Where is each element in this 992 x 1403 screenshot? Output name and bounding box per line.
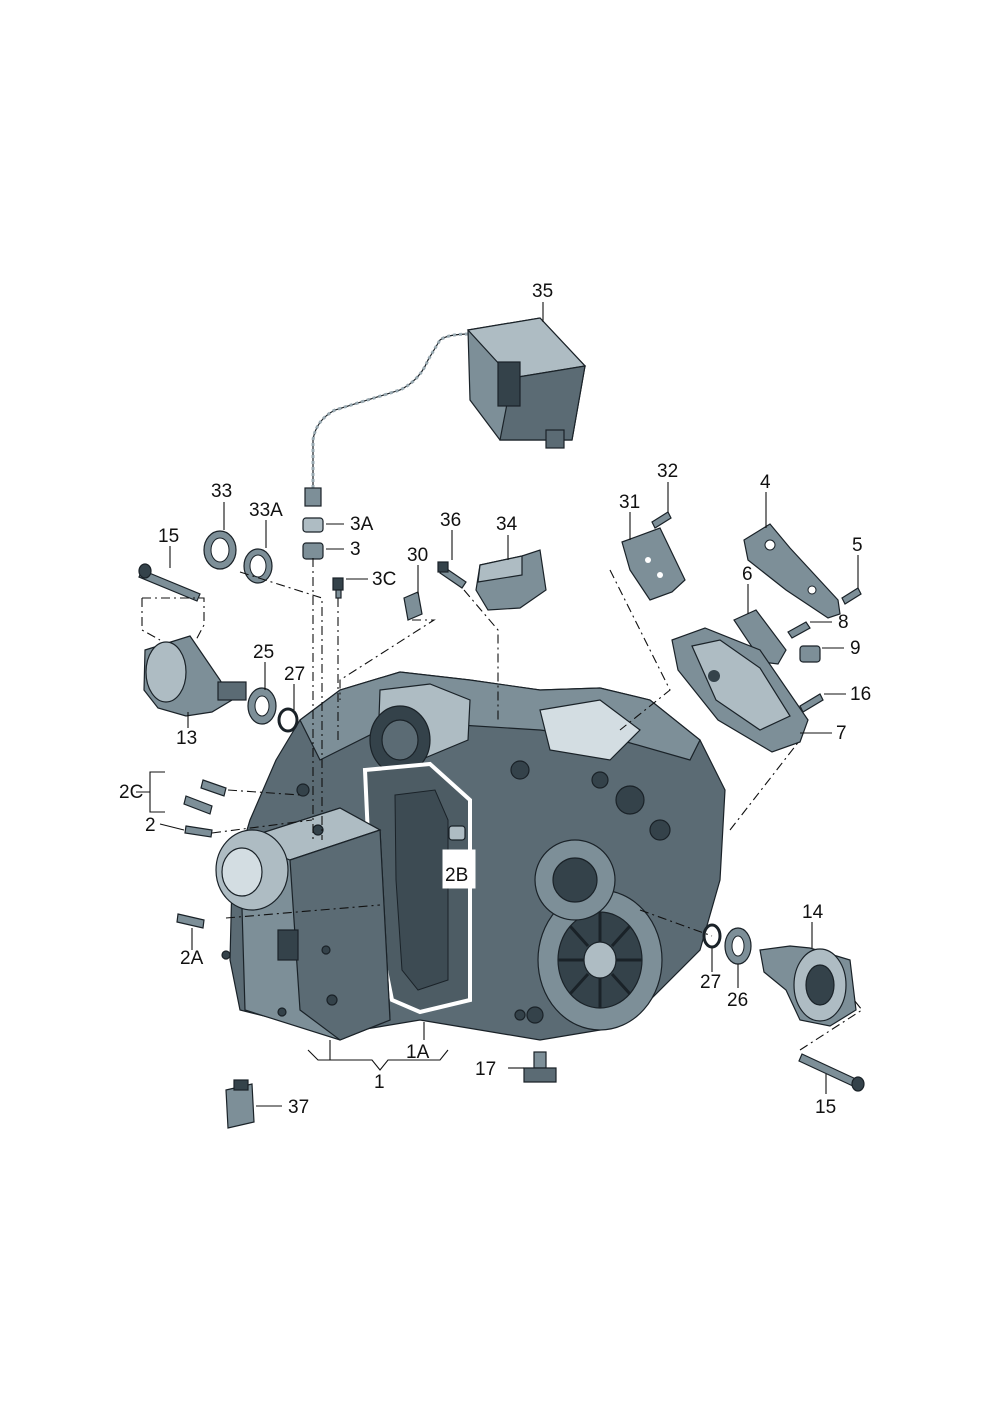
- callout-3C: 3C: [372, 569, 396, 590]
- leader-lines: [136, 302, 859, 1107]
- part-2B-sleeve[interactable]: [448, 825, 466, 841]
- label-2B-background: [442, 849, 476, 889]
- callout-25: 25: [253, 642, 274, 663]
- callout-35: 35: [532, 281, 553, 302]
- callout-2A: 2A: [180, 948, 204, 969]
- transmission-housing: [215, 671, 726, 1041]
- callout-33A: 33A: [249, 500, 283, 521]
- callout-27-left: 27: [284, 664, 305, 685]
- part-30-clip[interactable]: [403, 591, 423, 621]
- part-17-drain-plug[interactable]: [523, 1051, 557, 1083]
- callout-8: 8: [838, 612, 849, 633]
- callout-37: 37: [288, 1097, 309, 1118]
- part-9-nut[interactable]: [799, 645, 821, 663]
- callout-14: 14: [802, 902, 824, 923]
- part-32-screw[interactable]: [651, 511, 672, 529]
- callout-2C: 2C: [119, 782, 143, 803]
- callout-2: 2: [145, 815, 156, 836]
- part-3C-screw[interactable]: [332, 577, 344, 599]
- part-2A-bolt[interactable]: [176, 913, 205, 929]
- part-37-sensor[interactable]: [225, 1079, 255, 1129]
- part-27-circlip-right[interactable]: [702, 923, 722, 949]
- part-35-control-unit[interactable]: [304, 317, 587, 507]
- part-3A-plug[interactable]: [302, 517, 324, 533]
- callout-1A: 1A: [406, 1042, 430, 1063]
- part-3-plug[interactable]: [302, 542, 324, 560]
- part-36-bolt[interactable]: [437, 561, 467, 589]
- callout-3: 3: [350, 539, 361, 560]
- part-4-bracket[interactable]: [743, 523, 841, 619]
- callout-6: 6: [742, 564, 753, 585]
- callout-17: 17: [475, 1059, 496, 1080]
- assembly-lines: [141, 558, 863, 1051]
- part-25-seal-ring[interactable]: [247, 687, 277, 725]
- callout-36: 36: [440, 510, 461, 531]
- part-15-bolt-lower[interactable]: [798, 1053, 865, 1092]
- callout-16: 16: [850, 684, 871, 705]
- part-16-bolt[interactable]: [799, 693, 824, 713]
- callout-13: 13: [176, 728, 197, 749]
- part-31-bracket[interactable]: [621, 527, 686, 601]
- part-15-bolt-upper[interactable]: [138, 563, 201, 602]
- part-34-bracket[interactable]: [475, 549, 547, 611]
- callout-15-lower: 15: [815, 1097, 836, 1118]
- callout-labels: 35 33 33A 3A 3 3C 15 36 34 30 32 31 4 5 …: [119, 281, 871, 1118]
- callout-4: 4: [760, 472, 771, 493]
- part-2C-studs[interactable]: [183, 779, 227, 815]
- part-26-seal-ring[interactable]: [724, 927, 752, 965]
- part-5-screw[interactable]: [841, 587, 862, 605]
- callout-15-upper: 15: [158, 526, 179, 547]
- callout-27-right: 27: [700, 972, 721, 993]
- callout-1: 1: [374, 1072, 385, 1093]
- callout-26: 26: [727, 990, 748, 1011]
- part-7-cover[interactable]: [671, 627, 809, 753]
- callout-34: 34: [496, 514, 518, 535]
- callout-33: 33: [211, 481, 232, 502]
- callout-31: 31: [619, 492, 640, 513]
- part-33-seal-ring[interactable]: [203, 530, 237, 570]
- callout-30: 30: [407, 545, 428, 566]
- part-8-bolt[interactable]: [787, 621, 811, 639]
- callout-5: 5: [852, 535, 863, 556]
- callout-9: 9: [850, 638, 861, 659]
- part-33A-seal-ring[interactable]: [243, 548, 273, 584]
- callout-2B: 2B: [445, 865, 468, 886]
- part-27-circlip-left[interactable]: [277, 707, 299, 733]
- callout-3A: 3A: [350, 514, 374, 535]
- callout-7: 7: [836, 723, 847, 744]
- callout-32: 32: [657, 461, 678, 482]
- part-13-flange-shaft[interactable]: [143, 635, 247, 717]
- part-2-bolt[interactable]: [184, 825, 213, 838]
- part-14-flange-shaft[interactable]: [759, 945, 857, 1027]
